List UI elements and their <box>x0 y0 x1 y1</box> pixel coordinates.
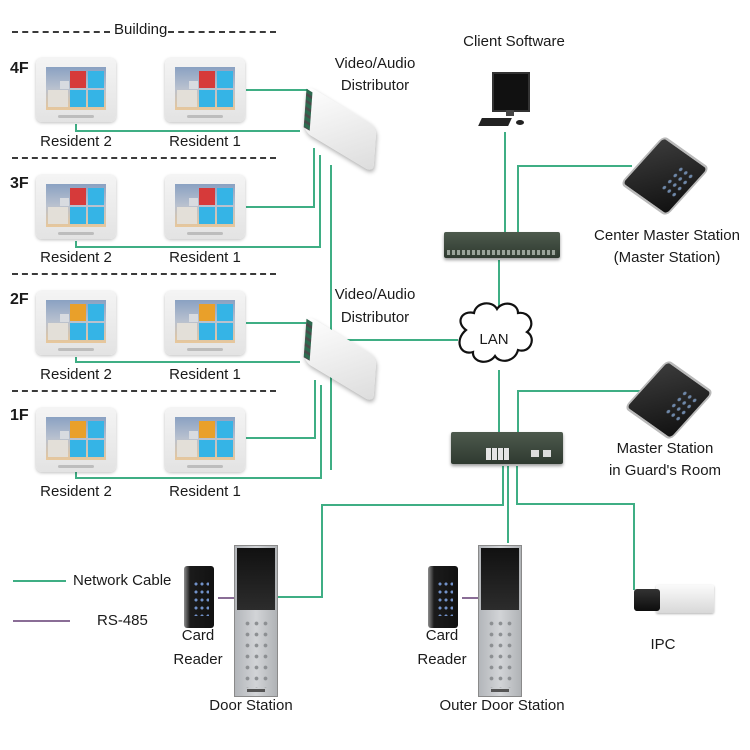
outer-card-reader-icon <box>428 566 458 628</box>
outer-reader-label-line1: Card <box>425 627 459 644</box>
indoor-monitor-icon <box>165 175 245 239</box>
legend-rs485-label: RS-485 <box>97 612 148 629</box>
resident-label: Resident 1 <box>169 249 241 266</box>
outer-door-station-label: Outer Door Station <box>439 697 565 714</box>
indoor-monitor-icon <box>36 58 116 122</box>
cable-1f-resident1 <box>246 380 316 439</box>
lan-label: LAN <box>479 331 509 348</box>
floor-label-1f: 1F <box>10 407 29 424</box>
floor-separator <box>12 390 276 392</box>
cable-3f-resident1 <box>246 148 315 208</box>
cable-guard-master <box>517 390 640 432</box>
ipc-camera-icon <box>634 583 718 617</box>
lan-cloud-icon <box>458 302 533 363</box>
floor-label-2f: 2F <box>10 291 29 308</box>
door-reader-label-line1: Card <box>181 627 215 644</box>
access-switch <box>451 432 563 464</box>
indoor-monitor-icon <box>36 175 116 239</box>
resident-label: Resident 1 <box>169 366 241 383</box>
client-pc-icon <box>478 72 530 130</box>
outer-door-station-icon <box>478 545 522 697</box>
guard-master-label-line1: Master Station <box>616 440 714 457</box>
floor-separator <box>12 157 276 159</box>
indoor-monitor-icon <box>36 291 116 355</box>
core-switch <box>444 232 560 258</box>
resident-label: Resident 1 <box>169 483 241 500</box>
center-master-label-line2: (Master Station) <box>613 249 721 266</box>
resident-label: Resident 2 <box>40 483 112 500</box>
floor-label-4f: 4F <box>10 60 29 77</box>
center-master-label-line1: Center Master Station <box>594 227 740 244</box>
cable-4f-resident2 <box>75 124 300 132</box>
ipc-label: IPC <box>650 636 676 653</box>
distributor-bottom-label-line2: Distributor <box>340 309 410 326</box>
distributor-top-label-line1: Video/Audio <box>334 55 416 72</box>
cable-2f-resident2 <box>75 357 300 363</box>
resident-label: Resident 2 <box>40 249 112 266</box>
resident-label: Resident 2 <box>40 366 112 383</box>
indoor-monitor-icon <box>165 58 245 122</box>
indoor-monitor-icon <box>165 291 245 355</box>
outer-reader-label-line2: Reader <box>417 651 467 668</box>
card-reader-icon <box>184 566 214 628</box>
cable-1f-resident2 <box>75 385 322 479</box>
building-label: Building <box>114 21 168 38</box>
legend-network-cable-label: Network Cable <box>73 572 172 589</box>
floor-label-3f: 3F <box>10 175 29 192</box>
guard-master-label-line2: in Guard's Room <box>608 462 722 479</box>
cable-ipc <box>516 466 635 590</box>
door-station-label: Door Station <box>209 697 293 714</box>
cable-4f-resident1 <box>246 89 311 130</box>
indoor-monitor-icon <box>165 408 245 472</box>
client-software-label: Client Software <box>463 33 565 50</box>
cable-door-station <box>278 466 504 598</box>
cable-3f-resident2 <box>75 155 321 248</box>
resident-label: Resident 1 <box>169 133 241 150</box>
distributor-top-label-line2: Distributor <box>340 77 410 94</box>
door-reader-label-line2: Reader <box>173 651 223 668</box>
door-station-icon <box>234 545 278 697</box>
distributor-bottom-label-line1: Video/Audio <box>334 286 416 303</box>
floor-separator <box>12 273 276 275</box>
indoor-monitor-icon <box>36 408 116 472</box>
building-dash-right <box>168 31 276 33</box>
resident-label: Resident 2 <box>40 133 112 150</box>
cable-center-master <box>517 165 632 232</box>
cable-2f-resident1 <box>246 322 312 355</box>
building-dash-left <box>12 31 110 33</box>
